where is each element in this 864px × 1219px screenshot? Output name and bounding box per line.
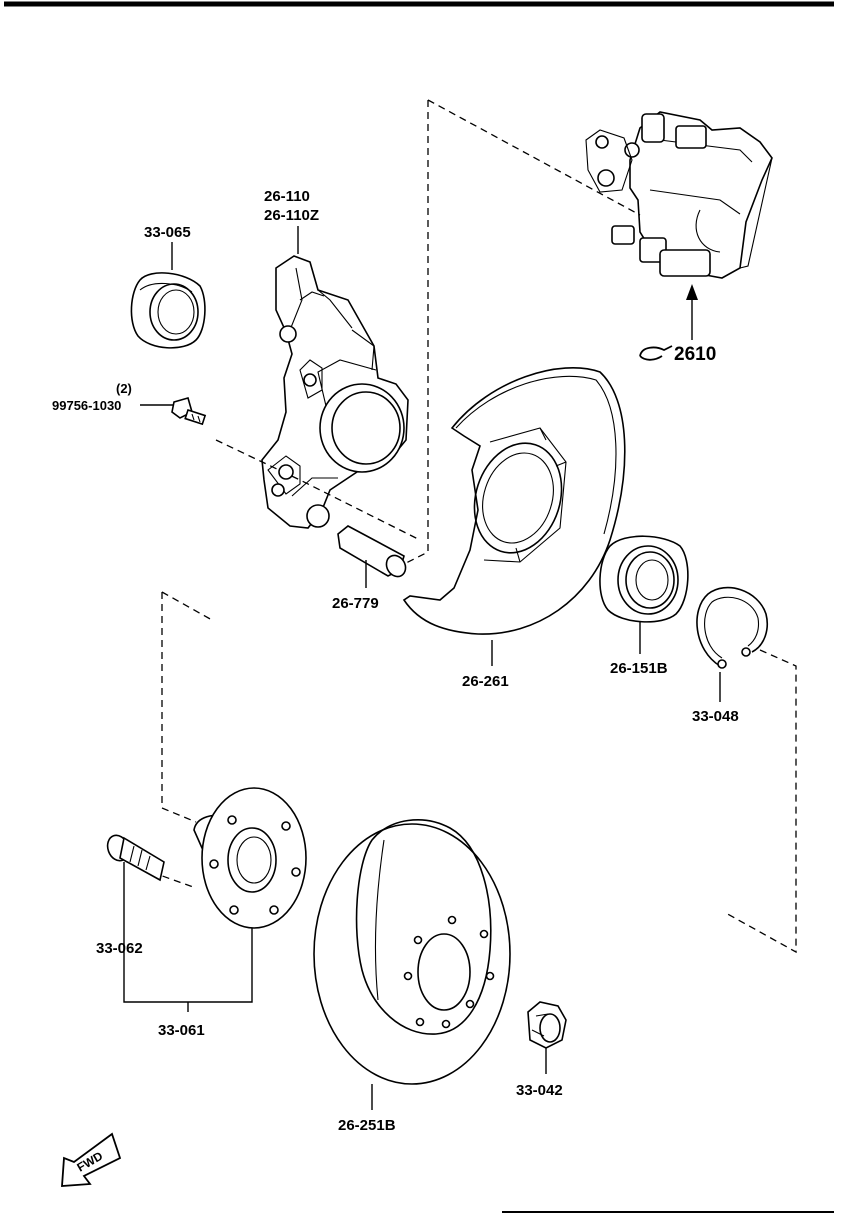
lock-nut	[527, 1001, 567, 1049]
label-dust-cover: 26-261	[462, 673, 509, 690]
oil-seal	[130, 272, 206, 349]
label-bearing: 26-151B	[610, 660, 668, 677]
wheel-bearing	[599, 535, 689, 623]
label-hub-bolt: 33-062	[96, 940, 143, 957]
label-hub: 33-061	[158, 1022, 205, 1039]
hub-bolt	[106, 834, 165, 882]
label-bolt: 99756-1030	[52, 398, 121, 413]
label-snap-ring: 33-048	[692, 708, 739, 725]
caliper-reference: 2610	[639, 284, 716, 365]
brake-caliper	[585, 111, 773, 279]
dust-cover	[402, 367, 626, 635]
snap-ring	[696, 586, 768, 669]
wheel-hub	[193, 787, 307, 929]
brake-disc	[313, 819, 511, 1085]
label-pin: 26-779	[332, 595, 379, 612]
label-seal: 33-065	[144, 224, 191, 241]
fwd-arrow-icon: FWD	[61, 1132, 122, 1187]
label-caliper-ref: 2610	[674, 344, 716, 365]
knuckle-bolt	[171, 397, 207, 426]
steering-knuckle	[261, 255, 409, 529]
pin	[337, 525, 407, 578]
label-disc: 26-251B	[338, 1117, 396, 1134]
label-knuckle-b: 26-110Z	[264, 207, 319, 224]
label-knuckle-a: 26-110	[264, 188, 310, 205]
label-nut: 33-042	[516, 1082, 563, 1099]
see-reference-icon	[639, 345, 673, 361]
label-bolt-qty: (2)	[116, 381, 132, 396]
